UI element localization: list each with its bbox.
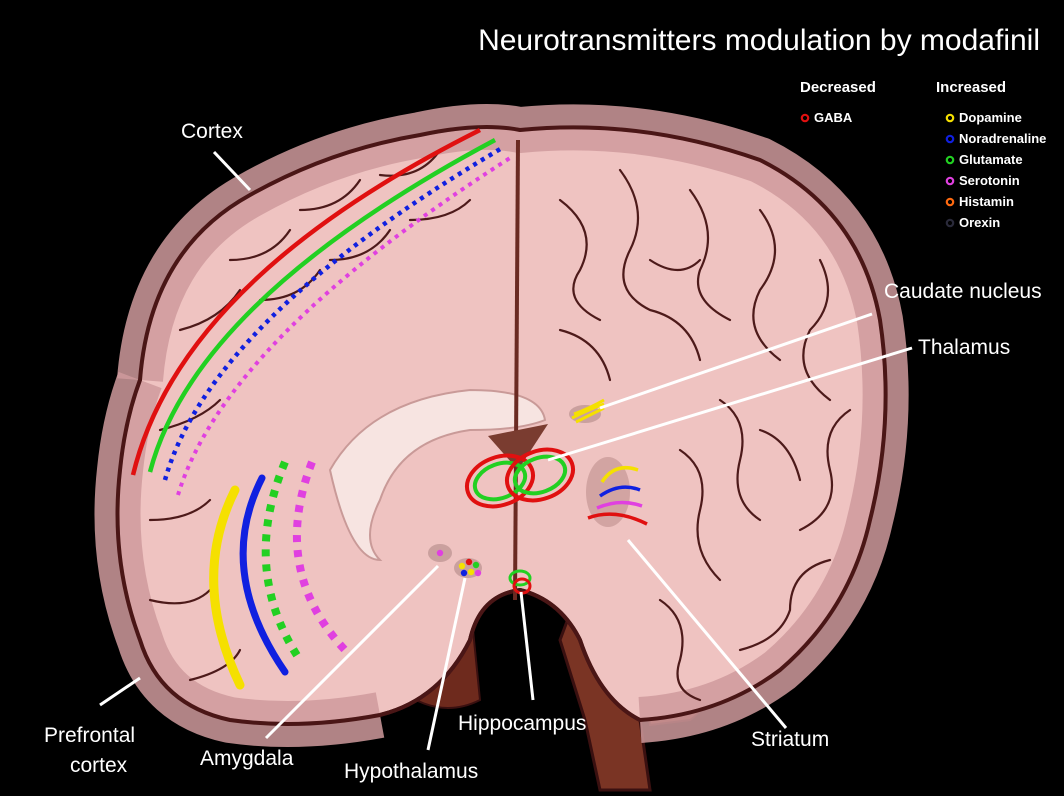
label-cortex: Cortex — [181, 120, 243, 143]
label-caudate-nucleus: Caudate nucleus — [884, 280, 1042, 303]
legend-label-histamin: Histamin — [959, 194, 1014, 209]
legend-decreased-heading: Decreased — [800, 79, 876, 96]
label-prefrontal-line1: Prefrontal — [44, 724, 135, 747]
legend-marker-serotonin — [947, 178, 953, 184]
legend-label-gaba: GABA — [814, 110, 853, 125]
legend-label-orexin: Orexin — [959, 215, 1000, 230]
legend-marker-noradrenaline — [947, 136, 953, 142]
legend-marker-histamin — [947, 199, 953, 205]
label-amygdala: Amygdala — [200, 747, 294, 770]
legend-label-dopamine: Dopamine — [959, 110, 1022, 125]
label-thalamus: Thalamus — [918, 336, 1010, 359]
legend-marker-orexin — [947, 220, 953, 226]
label-prefrontal-line2: cortex — [70, 754, 128, 777]
legend-label-noradrenaline: Noradrenaline — [959, 131, 1046, 146]
legend-marker-gaba — [802, 115, 808, 121]
label-hypothalamus: Hypothalamus — [344, 760, 478, 783]
label-striatum: Striatum — [751, 728, 829, 751]
legend-marker-glutamate — [947, 157, 953, 163]
legend-label-serotonin: Serotonin — [959, 173, 1020, 188]
legend-increased-heading: Increased — [936, 79, 1006, 96]
legend-marker-dopamine — [947, 115, 953, 121]
label-hippocampus: Hippocampus — [458, 712, 586, 735]
diagram-title: Neurotransmitters modulation by modafini… — [478, 24, 1040, 57]
legend-label-glutamate: Glutamate — [959, 152, 1023, 167]
